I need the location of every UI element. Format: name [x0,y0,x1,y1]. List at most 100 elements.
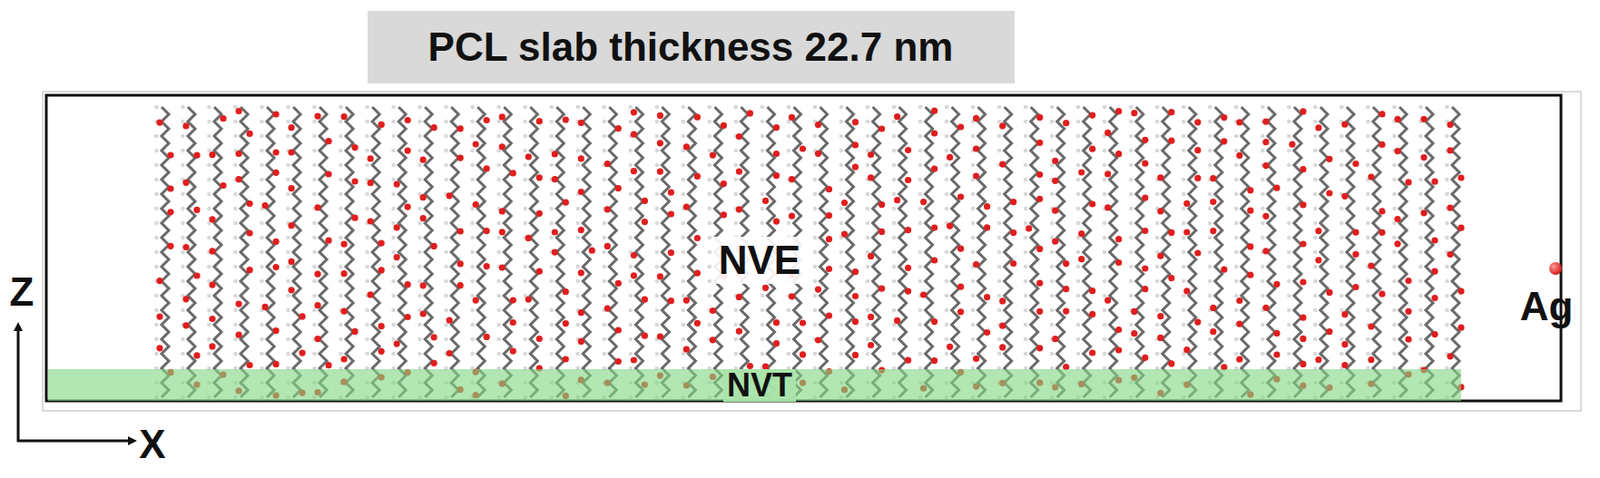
hydrogen-atom [1128,250,1134,256]
hydrogen-atom [1102,221,1108,226]
oxygen-atom [1378,110,1385,118]
hydrogen-atom [259,119,265,125]
hydrogen-atom [1181,134,1187,139]
hydrogen-atom [1128,265,1134,270]
hydrogen-atom [1155,308,1160,314]
oxygen-atom [235,176,243,183]
hydrogen-atom [1050,221,1055,226]
oxygen-atom [1325,156,1333,163]
hydrogen-atom [1339,279,1345,285]
hydrogen-atom [391,308,396,314]
carbon-chain [1425,107,1434,398]
hydrogen-atom [734,105,739,110]
oxygen-atom [1273,185,1280,192]
hydrogen-atom [285,352,291,357]
hydrogen-atom [865,279,871,285]
hydrogen-atom [285,279,291,285]
hydrogen-atom [997,105,1002,110]
oxygen-atom [1220,114,1227,121]
oxygen-atom [1157,253,1164,260]
oxygen-atom [893,196,901,204]
oxygen-atom [1236,118,1243,126]
oxygen-atom [367,217,374,225]
carbon-chain [187,107,196,398]
oxygen-atom [1141,227,1149,235]
oxygen-atom [957,284,964,291]
oxygen-atom [1062,285,1070,293]
hydrogen-atom [285,206,291,212]
hydrogen-atom [575,250,580,256]
oxygen-atom [483,165,491,172]
hydrogen-atom [1155,279,1160,285]
hydrogen-atom [865,265,871,270]
oxygen-atom [325,137,333,145]
oxygen-atom [1299,361,1306,368]
hydrogen-atom [1260,192,1266,197]
hydrogen-atom [522,206,528,212]
hydrogen-atom [601,337,607,343]
hydrogen-atom [496,163,501,168]
hydrogen-atom [655,206,660,212]
hydrogen-atom [734,177,739,183]
oxygen-atom [1246,207,1254,215]
oxygen-atom [499,143,506,150]
oxygen-atom [999,122,1006,129]
oxygen-atom [904,226,912,234]
oxygen-atom [1299,335,1306,343]
hydrogen-atom [364,119,370,125]
oxygen-atom [720,180,727,187]
oxygen-atom [1104,129,1111,137]
oxygen-atom [1299,107,1306,115]
hydrogen-atom [312,148,317,154]
oxygen-atom [393,254,401,261]
oxygen-atom [1341,193,1348,200]
hydrogen-atom [601,279,607,285]
oxygen-atom [1051,157,1059,165]
oxygen-atom [746,109,754,117]
oxygen-atom [720,211,727,218]
hydrogen-atom [206,163,212,168]
oxygen-atom [773,340,780,347]
hydrogen-atom [997,134,1002,139]
hydrogen-atom [1023,337,1029,343]
hydrogen-atom [1313,294,1318,299]
oxygen-atom [1115,326,1122,334]
carbon-chain [1004,107,1012,398]
hydrogen-atom [1102,352,1108,357]
hydrogen-atom [206,105,212,110]
oxygen-atom [193,272,200,279]
oxygen-atom [472,297,480,305]
hydrogen-atom [760,294,766,299]
hydrogen-atom [180,352,186,357]
hydrogen-atom [655,250,660,256]
oxygen-atom [352,328,359,335]
hydrogen-atom [259,337,265,343]
oxygen-atom [736,168,743,176]
hydrogen-atom [1418,294,1424,299]
oxygen-atom [1262,213,1269,220]
hydrogen-atom [971,250,976,256]
oxygen-atom [273,169,280,177]
hydrogen-atom [1234,148,1239,154]
hydrogen-atom [944,250,950,256]
hydrogen-atom [734,352,739,357]
hydrogen-atom [417,177,423,183]
hydrogen-atom [1313,235,1318,241]
oxygen-atom [420,157,427,164]
hydrogen-atom [1260,323,1266,328]
hydrogen-atom [997,250,1002,256]
oxygen-atom [262,202,269,209]
hydrogen-atom [549,279,554,285]
oxygen-atom [814,286,822,294]
hydrogen-atom [312,163,317,168]
hydrogen-atom [1418,308,1424,314]
oxygen-atom [457,155,464,162]
hydrogen-atom [971,352,976,357]
oxygen-atom [694,114,701,121]
hydrogen-atom [1313,279,1318,285]
oxygen-atom [1141,354,1149,362]
hydrogen-atom [1286,235,1292,241]
hydrogen-atom [971,337,976,343]
hydrogen-atom [839,352,845,357]
carbon-chain [319,107,327,398]
